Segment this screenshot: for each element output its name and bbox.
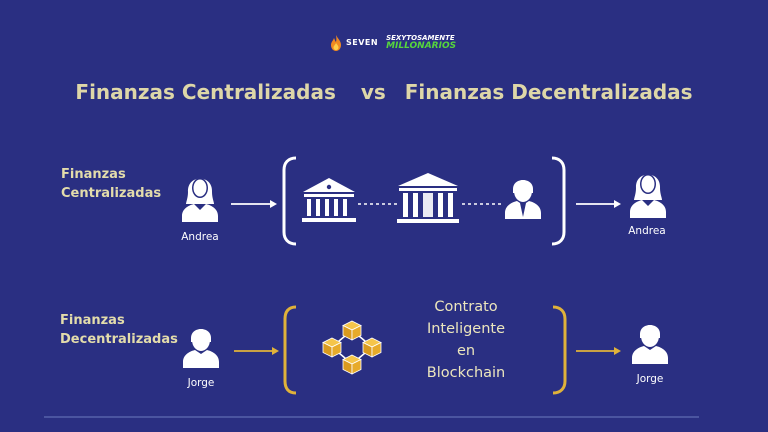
banker-icon <box>505 180 541 219</box>
bracket-left <box>282 156 297 246</box>
bracket-right <box>551 156 566 246</box>
brand-seven: SEVEN <box>346 38 379 47</box>
brand-sexytosamente: SEXYTOSAMENTE <box>386 34 455 42</box>
decentralized-label-line2: Decentralizadas <box>60 332 178 347</box>
centralized-sender-name: Andrea <box>181 231 219 243</box>
arrow-icon <box>231 200 277 208</box>
smart-contract-text: Contrato Inteligente en Blockchain <box>406 296 526 384</box>
contract-line: Inteligente <box>426 321 506 337</box>
person-icon <box>182 178 218 222</box>
title-right: Finanzas Decentralizadas <box>404 80 693 104</box>
contract-line: Contrato <box>434 299 498 315</box>
page-title: Finanzas Centralizadas vs Finanzas Decen… <box>0 80 768 104</box>
centralized-receiver-name: Andrea <box>628 225 666 237</box>
person-icon <box>632 325 668 364</box>
title-vs: vs <box>360 80 386 104</box>
arrow-icon <box>234 347 279 355</box>
bracket-right-blockchain <box>552 305 567 395</box>
decentralized-label-line1: Finanzas <box>60 313 125 328</box>
fire-icon <box>331 35 341 51</box>
person-icon <box>630 174 666 218</box>
decentralized-receiver-name: Jorge <box>636 373 664 385</box>
title-left: Finanzas Centralizadas <box>75 80 336 104</box>
bottom-divider <box>44 416 699 418</box>
bracket-left-blockchain <box>283 305 297 395</box>
bank-icon <box>302 178 356 222</box>
building-icon <box>397 173 459 223</box>
centralized-label-line1: Finanzas <box>61 167 126 182</box>
centralized-label-line2: Centralizadas <box>61 186 162 201</box>
decentralized-sender-name: Jorge <box>187 377 215 389</box>
arrow-icon <box>576 200 621 208</box>
centralized-label: Finanzas Centralizadas <box>61 165 161 203</box>
arrow-icon <box>576 347 621 355</box>
contract-line: en <box>456 343 476 359</box>
person-icon <box>183 329 219 368</box>
contract-line: Blockchain <box>426 365 506 381</box>
brand-millonarios: MILLONARIOS <box>386 41 457 51</box>
decentralized-label: Finanzas Decentralizadas <box>60 311 178 349</box>
brand-logo: SEVEN SEXYTOSAMENTE MILLONARIOS <box>330 34 456 52</box>
blockchain-icon <box>322 320 382 375</box>
